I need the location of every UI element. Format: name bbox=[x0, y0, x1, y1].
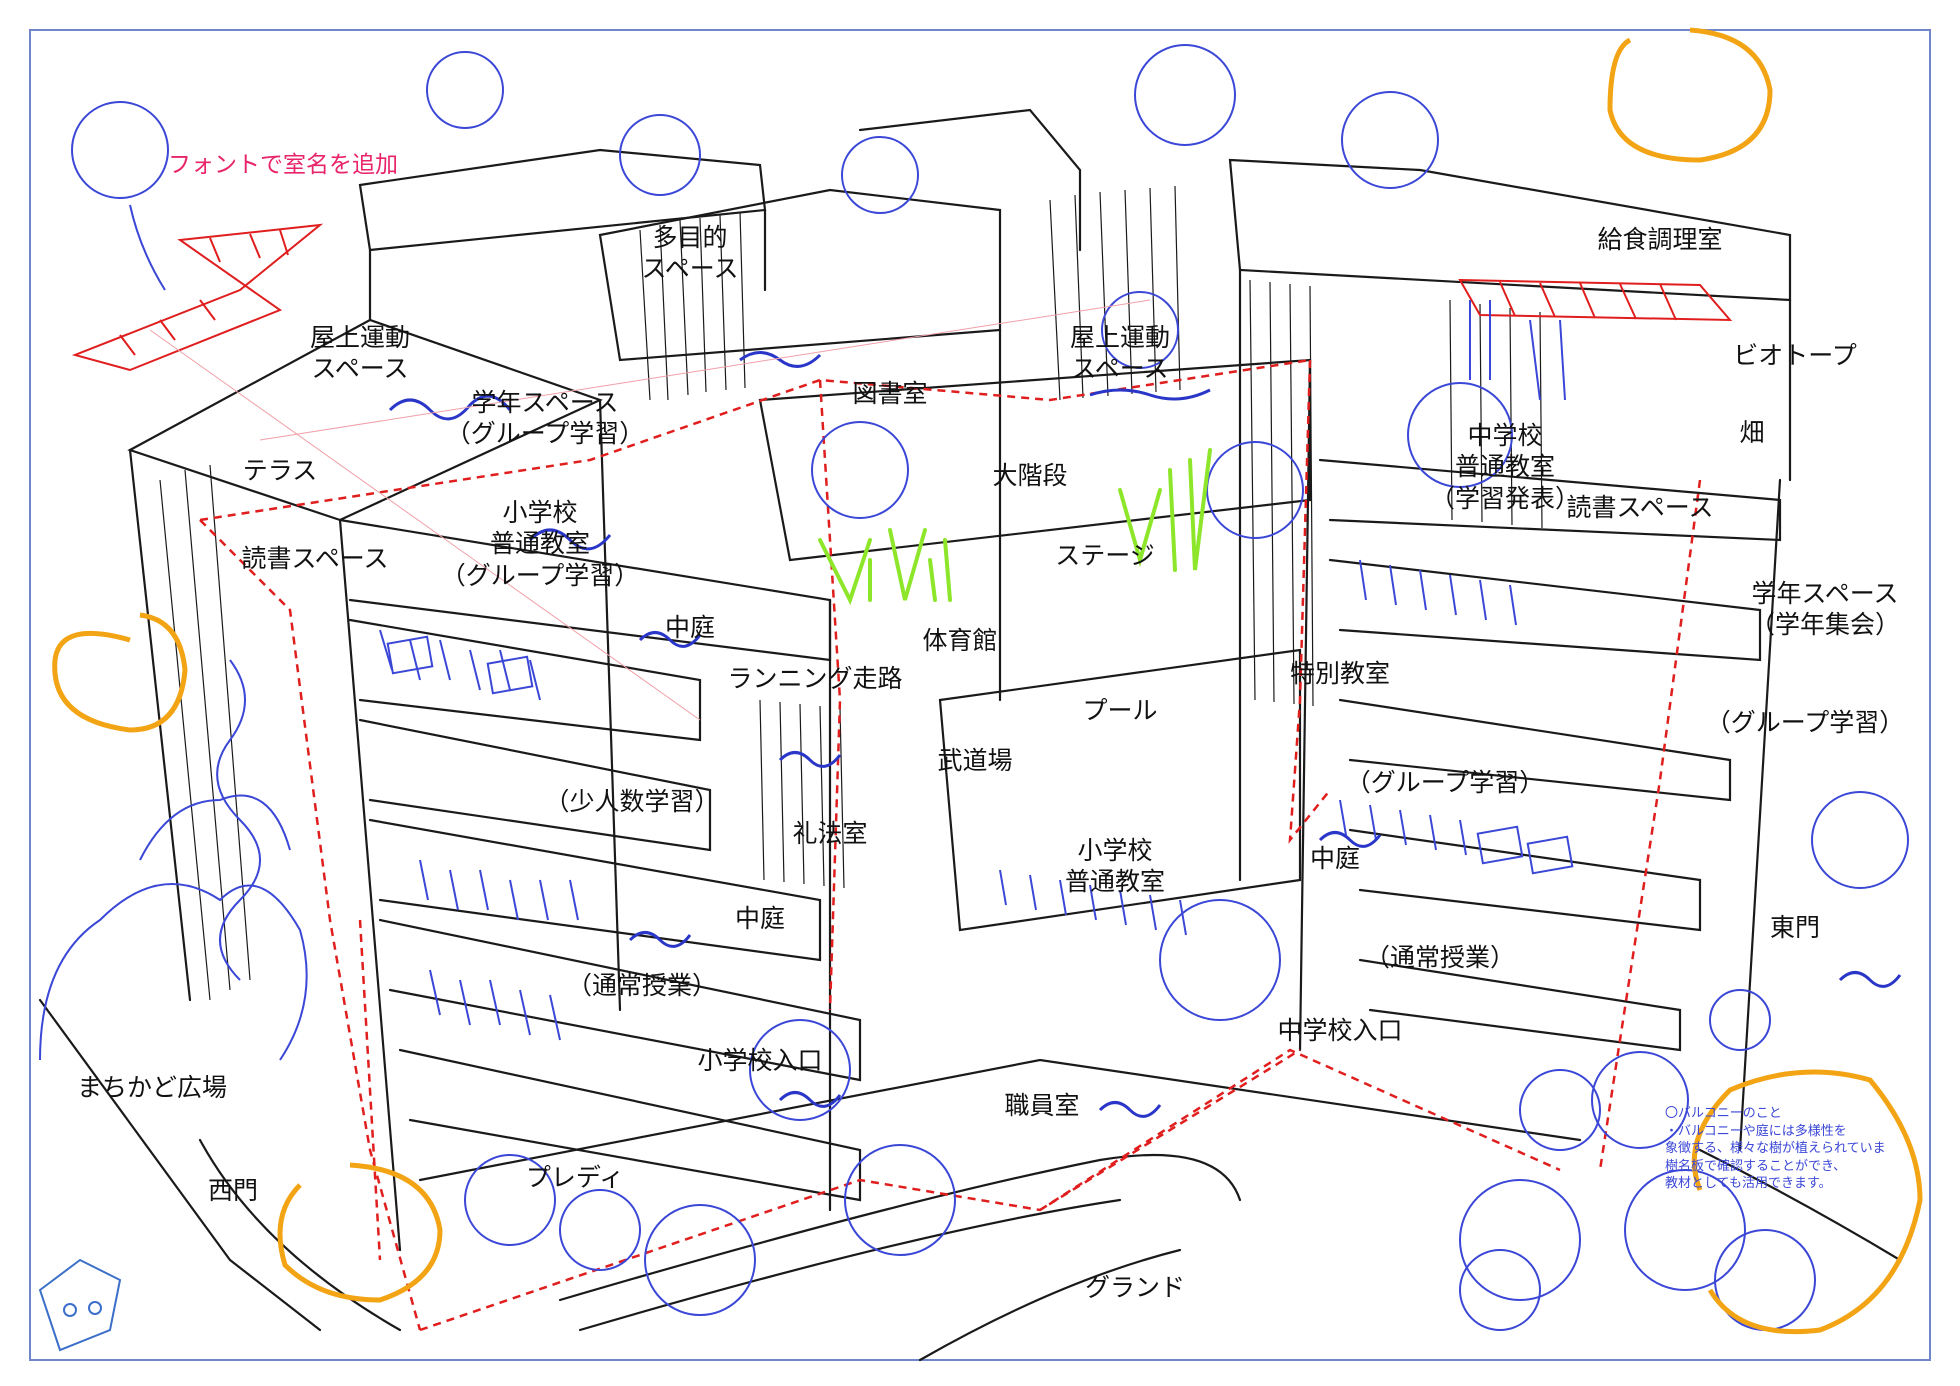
room-label-group-study-mid: （グループ学習） bbox=[1345, 768, 1545, 797]
room-label-elementary-classroom-mid: 小学校 普通教室 bbox=[1064, 836, 1166, 897]
room-label-reading-space-left: 読書スペース bbox=[241, 544, 389, 573]
room-label-field: 畑 bbox=[1739, 418, 1765, 447]
facade-hatching bbox=[159, 185, 1543, 1001]
mascot-figure bbox=[38, 1258, 122, 1352]
room-label-staff-room: 職員室 bbox=[1004, 1091, 1080, 1120]
building-outline bbox=[38, 108, 1902, 1362]
room-label-regular-class-left: （通常授業） bbox=[566, 971, 718, 1000]
room-label-rooftop-sports-right: 屋上運動 スペース bbox=[1069, 323, 1171, 384]
room-label-east-gate: 東門 bbox=[1769, 913, 1821, 942]
room-label-group-study-right: （グループ学習） bbox=[1705, 708, 1905, 737]
room-label-library: 図書室 bbox=[852, 379, 928, 408]
room-label-pre-day: プレディ bbox=[525, 1163, 625, 1192]
guide-lines bbox=[149, 299, 1151, 721]
room-label-courtyard-mid: 中庭 bbox=[734, 904, 786, 933]
annotation-title: フォントで室名を追加 bbox=[168, 152, 398, 178]
room-label-grade-space-right: 学年スペース （学年集会） bbox=[1749, 579, 1901, 640]
room-label-martial-arts: 武道場 bbox=[937, 746, 1013, 775]
blue-pen-sketches bbox=[39, 44, 1909, 1331]
room-label-pool: プール bbox=[1082, 696, 1158, 725]
room-label-gym: 体育館 bbox=[922, 626, 998, 655]
room-label-special-classroom: 特別教室 bbox=[1289, 659, 1391, 688]
room-label-rooftop-sports-left: 屋上運動 スペース bbox=[309, 323, 411, 384]
room-label-courtyard-top: 中庭 bbox=[664, 613, 716, 642]
room-label-elementary-entrance: 小学校入口 bbox=[697, 1046, 823, 1075]
room-label-machikado-plaza: まちかど広場 bbox=[76, 1073, 228, 1102]
room-label-multipurpose: 多目的 スペース bbox=[641, 223, 739, 284]
room-label-reading-space-right: 読書スペース bbox=[1566, 493, 1714, 522]
room-label-courtyard-right: 中庭 bbox=[1309, 844, 1361, 873]
room-label-middle-classroom: 中学校 普通教室 （学習発表） bbox=[1429, 421, 1581, 513]
room-label-terrace: テラス bbox=[242, 456, 318, 485]
room-label-small-group: （少人数学習） bbox=[544, 787, 720, 816]
room-label-middle-entrance: 中学校入口 bbox=[1277, 1016, 1403, 1045]
drawing-frame bbox=[29, 29, 1931, 1361]
room-label-running-track: ランニング走路 bbox=[727, 664, 903, 693]
orange-circles bbox=[52, 27, 1923, 1335]
red-stair-right bbox=[1458, 278, 1733, 322]
room-label-grand-stairs: 大階段 bbox=[992, 461, 1068, 490]
red-stair-left bbox=[71, 223, 324, 372]
room-label-west-gate: 西門 bbox=[207, 1176, 259, 1205]
balcony-note: 〇バルコニーのこと ・バルコニーや庭には多様性を 象徴する、様々な樹が植えられて… bbox=[1665, 1106, 1886, 1192]
room-label-elementary-classroom-top: 小学校 普通教室 （グループ学習） bbox=[440, 498, 640, 590]
blue-handwriting-marks bbox=[388, 351, 1902, 1118]
red-dashed-paths bbox=[199, 358, 1702, 1332]
room-label-stage: ステージ bbox=[1055, 541, 1155, 570]
room-label-biotope: ビオトープ bbox=[1733, 341, 1857, 370]
room-label-grade-space-left: 学年スペース （グループ学習） bbox=[445, 388, 645, 449]
room-label-etiquette-room: 礼法室 bbox=[792, 819, 868, 848]
green-marks bbox=[818, 448, 1212, 606]
room-label-ground: グランド bbox=[1084, 1273, 1186, 1302]
room-label-regular-class-right: （通常授業） bbox=[1364, 943, 1516, 972]
room-label-kitchen: 給食調理室 bbox=[1597, 225, 1723, 254]
